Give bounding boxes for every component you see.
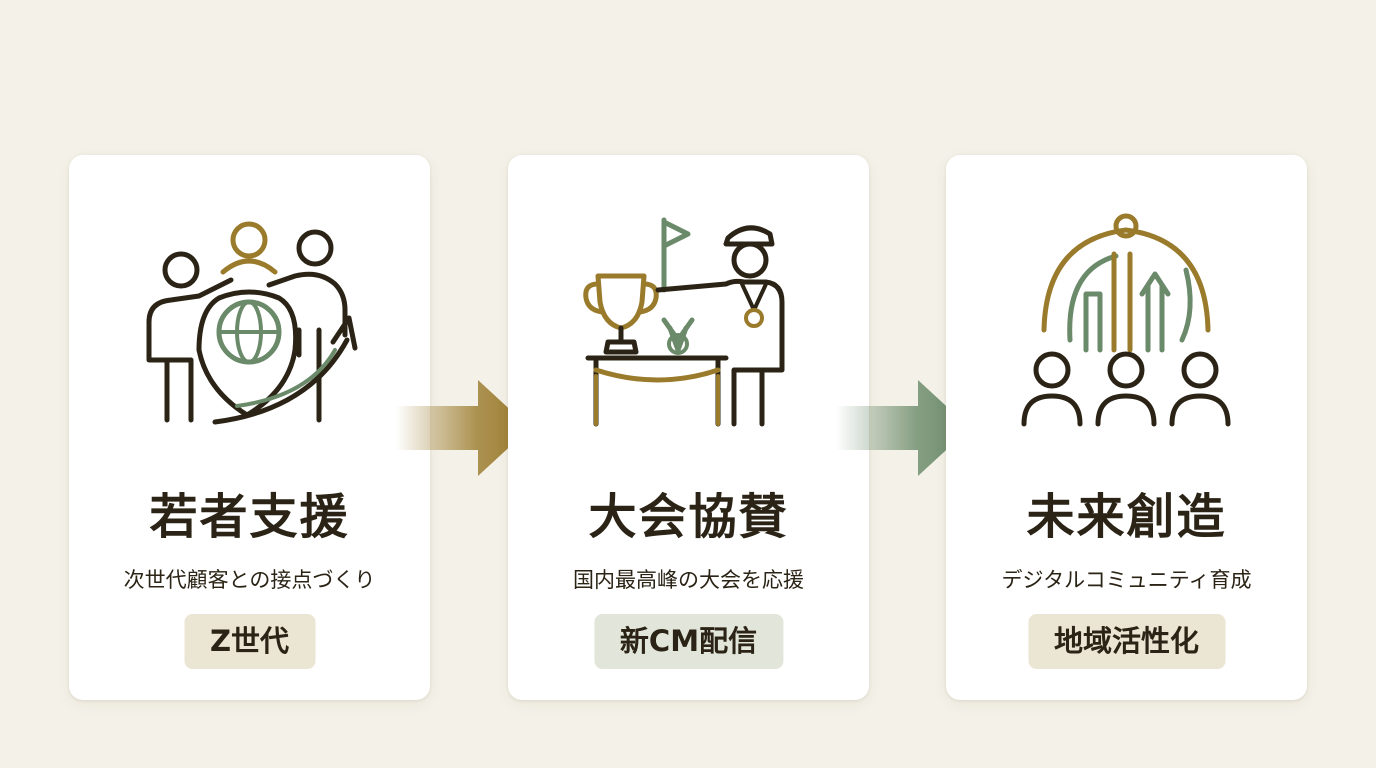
card-tag: Z世代: [183, 614, 316, 669]
card-tag: 地域活性化: [1027, 614, 1226, 669]
card-tournament-sponsorship: 大会協賛 国内最高峰の大会を応援 新CM配信: [508, 155, 869, 700]
card-subtitle: 次世代顧客との接点づくり: [123, 568, 376, 592]
trophy-podium-referee-icon: [558, 210, 818, 440]
people-shield-globe-icon: [119, 210, 379, 440]
card-title: 未来創造: [1026, 489, 1227, 545]
card-subtitle: デジタルコミュニティ育成: [1001, 568, 1252, 592]
card-tag: 新CM配信: [593, 614, 784, 669]
card-youth-support: 若者支援 次世代顧客との接点づくり Z世代: [69, 155, 430, 700]
card-title: 大会協賛: [588, 489, 789, 545]
arrow-right-icon: [396, 378, 536, 478]
arrow-right-icon: [836, 378, 976, 478]
card-subtitle: 国内最高峰の大会を応援: [573, 568, 804, 592]
card-future-creation: 未来創造 デジタルコミュニティ育成 地域活性化: [946, 155, 1307, 700]
community-growth-icon: [996, 210, 1256, 440]
card-title: 若者支援: [149, 489, 350, 545]
